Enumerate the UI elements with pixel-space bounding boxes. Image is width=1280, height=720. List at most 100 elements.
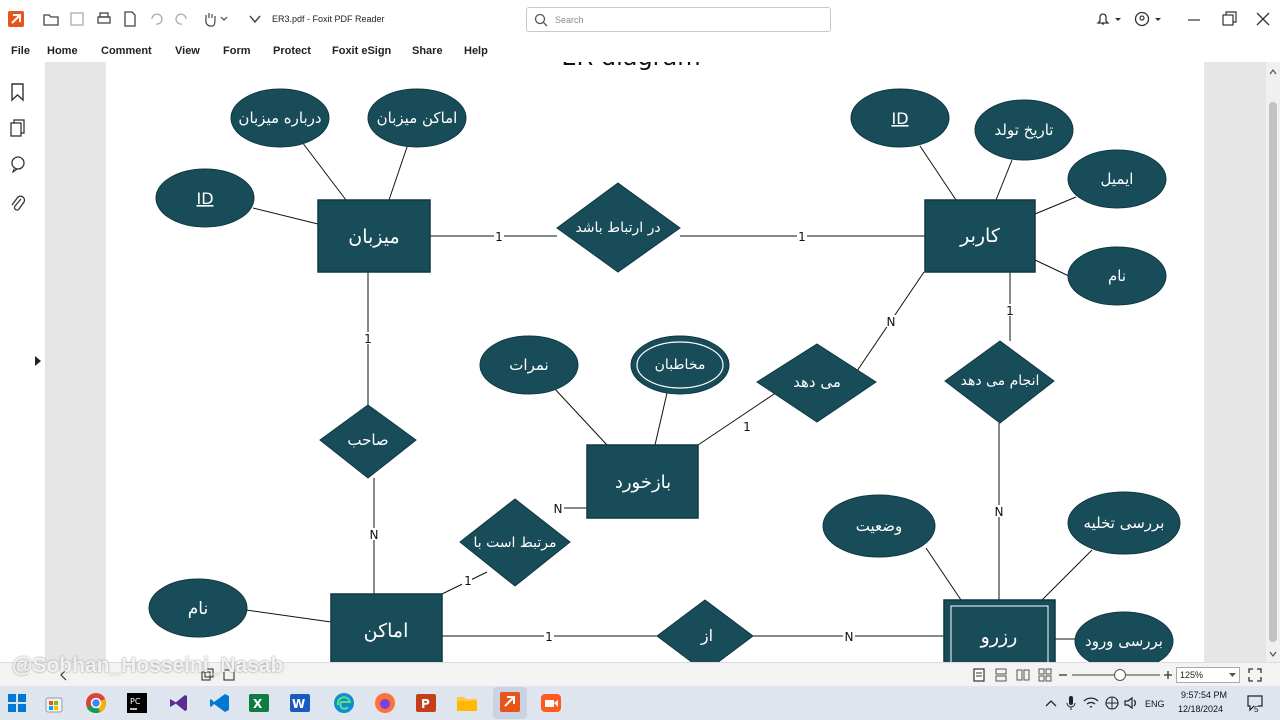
- expand-panel-arrow-icon[interactable]: [34, 355, 42, 367]
- menu-help[interactable]: Help: [464, 45, 488, 57]
- edge-icon[interactable]: [333, 692, 355, 714]
- entity-label: میزبان: [348, 226, 399, 248]
- relationship-connected: [556, 182, 681, 273]
- clock-time[interactable]: 9:57:54 PM: [1181, 690, 1228, 700]
- attribute-label: ID: [891, 109, 908, 128]
- copy-page-icon[interactable]: [200, 668, 214, 682]
- taskbar: PC X W P ENG 9:57:54 PM 12/18/2024 5: [0, 686, 1280, 720]
- redo-icon[interactable]: [173, 10, 191, 28]
- cardinality-label: N: [845, 630, 854, 644]
- fullscreen-icon[interactable]: [1248, 668, 1262, 682]
- scrollbar-thumb[interactable]: [1269, 102, 1277, 642]
- minimize-icon[interactable]: [1185, 10, 1203, 28]
- foxit-logo-icon: [8, 11, 24, 27]
- attribute-user-id: [850, 88, 950, 148]
- relationship-owner: [319, 404, 417, 479]
- svg-text:P: P: [421, 697, 430, 711]
- zoom-select[interactable]: 125%: [1176, 667, 1240, 683]
- hand-tool-icon[interactable]: [201, 10, 219, 28]
- continuous-facing-icon[interactable]: [1038, 668, 1052, 682]
- single-page-icon[interactable]: [972, 668, 986, 682]
- visual-studio-icon[interactable]: [167, 692, 189, 714]
- continuous-page-icon[interactable]: [994, 668, 1008, 682]
- menu-share[interactable]: Share: [412, 45, 443, 57]
- relationship-performs: [944, 340, 1055, 424]
- facing-page-icon[interactable]: [1016, 668, 1030, 682]
- wifi-icon[interactable]: [1083, 696, 1099, 710]
- document-viewer[interactable]: ER diagram: [46, 62, 1266, 662]
- video-editor-icon[interactable]: [540, 692, 562, 714]
- menu-form[interactable]: Form: [223, 45, 251, 57]
- zoom-value: 125%: [1180, 670, 1204, 680]
- windows-start-icon[interactable]: [6, 692, 28, 714]
- attribute-label: ID: [196, 189, 213, 208]
- bell-icon[interactable]: [1094, 10, 1112, 28]
- foxit-reader-icon: [500, 692, 520, 712]
- powerpoint-icon[interactable]: P: [415, 692, 437, 714]
- volume-icon[interactable]: [1124, 696, 1140, 710]
- open-folder-icon[interactable]: [42, 10, 60, 28]
- chrome-icon[interactable]: [85, 692, 107, 714]
- print-icon[interactable]: [95, 10, 113, 28]
- save-icon[interactable]: [68, 10, 86, 28]
- zoom-in-icon[interactable]: [1163, 669, 1173, 681]
- relationship-related: [459, 498, 571, 587]
- cardinality-label: 1: [1006, 304, 1014, 318]
- quick-access-dropdown-icon[interactable]: [248, 10, 262, 28]
- clock-date[interactable]: 12/18/2024: [1178, 704, 1224, 714]
- notification-center-icon[interactable]: [1246, 694, 1264, 712]
- cardinality-label: 1: [464, 574, 472, 588]
- menu-comment[interactable]: Comment: [101, 45, 152, 57]
- foxit-taskbar-active[interactable]: [493, 687, 527, 719]
- microphone-icon[interactable]: [1066, 695, 1076, 711]
- menu-view[interactable]: View: [175, 45, 200, 57]
- page-view-icon[interactable]: [222, 668, 236, 682]
- scroll-down-arrow-icon[interactable]: [1269, 650, 1277, 658]
- relationship-label: در ارتباط باشد: [575, 220, 660, 236]
- search-box[interactable]: Search: [526, 7, 831, 32]
- file-explorer-icon[interactable]: [456, 692, 478, 714]
- comment-icon[interactable]: [9, 155, 27, 173]
- network-icon[interactable]: [1104, 696, 1120, 710]
- zoom-out-icon[interactable]: [1058, 669, 1068, 681]
- chevron-down-icon[interactable]: [219, 10, 229, 28]
- menu-home[interactable]: Home: [47, 45, 78, 57]
- relationship-of: [656, 599, 754, 662]
- vertical-scrollbar[interactable]: [1266, 62, 1280, 662]
- create-document-icon[interactable]: [121, 10, 139, 28]
- excel-icon[interactable]: X: [248, 692, 270, 714]
- microsoft-store-icon[interactable]: [43, 692, 65, 714]
- menu-foxit-esign[interactable]: Foxit eSign: [332, 45, 392, 57]
- chevron-down-icon[interactable]: [1153, 10, 1163, 28]
- close-icon[interactable]: [1254, 10, 1272, 28]
- zoom-slider-handle[interactable]: [1114, 669, 1126, 681]
- attribute-host-places: [367, 88, 467, 148]
- window-title: ER3.pdf - Foxit PDF Reader: [272, 14, 385, 24]
- pages-icon[interactable]: [9, 118, 27, 138]
- diagram-title: ER diagram: [561, 62, 700, 71]
- cardinality-label: 1: [364, 332, 372, 346]
- er-diagram: ER diagram: [148, 62, 1181, 662]
- firefox-icon[interactable]: [374, 692, 396, 714]
- language-indicator[interactable]: ENG: [1145, 699, 1165, 709]
- chevron-down-icon[interactable]: [1113, 10, 1123, 28]
- previous-page-icon[interactable]: [58, 669, 70, 681]
- attribute-email: [1067, 149, 1167, 209]
- bookmark-icon[interactable]: [9, 82, 27, 102]
- word-icon[interactable]: W: [289, 692, 311, 714]
- search-placeholder: Search: [555, 15, 584, 25]
- scroll-up-arrow-icon[interactable]: [1269, 68, 1277, 76]
- menu-protect[interactable]: Protect: [273, 45, 311, 57]
- pycharm-icon[interactable]: PC: [126, 692, 148, 714]
- show-hidden-icons-icon[interactable]: [1045, 698, 1057, 708]
- attachment-icon[interactable]: [9, 194, 27, 214]
- restore-icon[interactable]: [1220, 10, 1238, 28]
- account-icon[interactable]: [1133, 10, 1151, 28]
- attribute-checkin: [1074, 611, 1174, 662]
- vscode-icon[interactable]: [209, 692, 231, 714]
- attribute-label: اماکن میزبان: [377, 109, 458, 127]
- undo-icon[interactable]: [147, 10, 165, 28]
- relationship-gives: [756, 343, 877, 423]
- menu-file[interactable]: File: [11, 45, 30, 57]
- attribute-place-name: [148, 578, 248, 638]
